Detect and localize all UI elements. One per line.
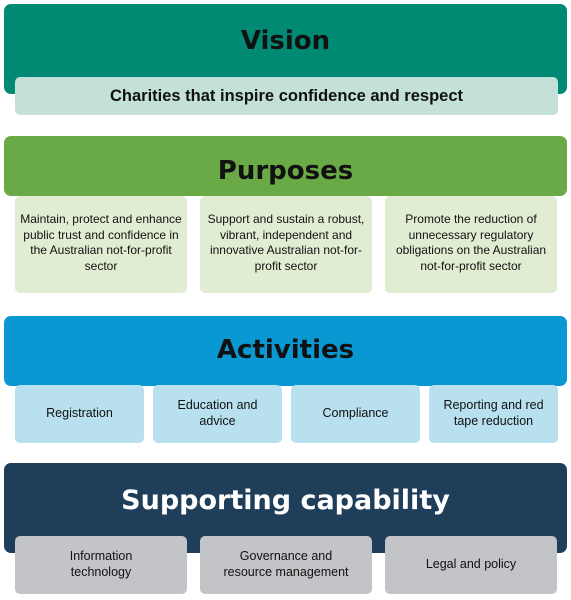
capability-item-it: Information technology bbox=[15, 536, 187, 594]
vision-statement: Charities that inspire confidence and re… bbox=[15, 77, 558, 115]
activities-band: Activities bbox=[4, 316, 567, 386]
activities-title: Activities bbox=[216, 335, 355, 365]
capability-item-legal: Legal and policy bbox=[385, 536, 557, 594]
activity-item-registration: Registration bbox=[15, 385, 144, 443]
activity-item-education: Education and advice bbox=[153, 385, 282, 443]
purposes-title: Purposes bbox=[217, 156, 354, 186]
vision-title: Vision bbox=[240, 26, 331, 56]
activity-item-reporting: Reporting and red tape reduction bbox=[429, 385, 558, 443]
purpose-item-reduce-obligations: Promote the reduction of unnecessary reg… bbox=[385, 196, 557, 293]
capability-item-governance: Governance and resource management bbox=[200, 536, 372, 594]
purpose-item-robust-sector: Support and sustain a robust, vibrant, i… bbox=[200, 196, 372, 293]
purpose-item-public-trust: Maintain, protect and enhance public tru… bbox=[15, 196, 187, 293]
supporting-capability-title: Supporting capability bbox=[121, 485, 450, 516]
activity-item-compliance: Compliance bbox=[291, 385, 420, 443]
purposes-band: Purposes bbox=[4, 136, 567, 196]
